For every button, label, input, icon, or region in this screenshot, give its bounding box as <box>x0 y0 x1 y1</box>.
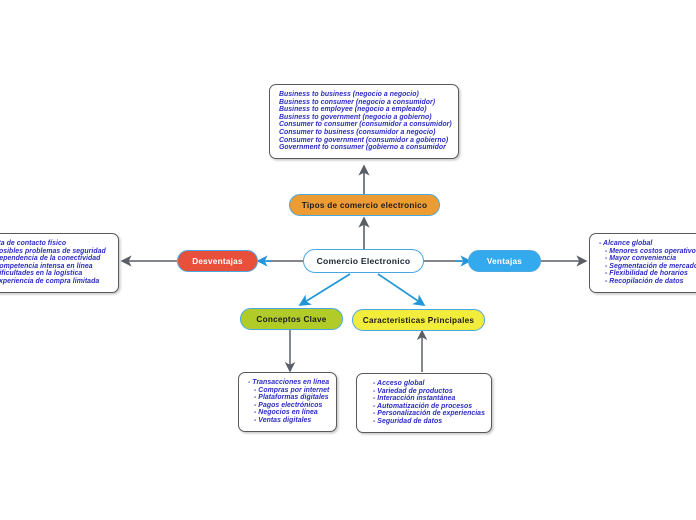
note-line: - Negocios en línea <box>254 409 318 417</box>
note-conceptos: - Transacciones en línea - Compras por i… <box>238 372 337 432</box>
note-line: - Mayor conveniencia <box>605 255 677 263</box>
note-line: - Variedad de productos <box>373 387 453 395</box>
note-line: - Flexibilidad de horarios <box>605 270 688 278</box>
edge-center-to-conceptos <box>298 273 351 306</box>
note-line: - Personalización de experiencias <box>373 410 485 418</box>
branch-label-desventajas: Desventajas <box>192 256 243 266</box>
note-tipos: Business to business (negocio a negocio)… <box>269 84 459 159</box>
note-line: Government to consumer (gobierno a consu… <box>279 144 446 152</box>
note-ventajas: - Alcance global - Menores costos operat… <box>589 233 696 293</box>
note-line: Business to government (negocio a gobier… <box>279 113 432 121</box>
branch-label-ventajas: Ventajas <box>486 256 523 266</box>
note-line: - Transacciones en línea <box>248 379 330 386</box>
note-caracteristicas: - Acceso global - Variedad de productos … <box>356 373 492 433</box>
note-line: - Competencia intensa en línea <box>0 262 93 270</box>
note-line: - Interacción instantánea <box>373 395 456 403</box>
note-line: - Experiencia de compra limitada <box>0 277 100 285</box>
note-line: - Compras por internet <box>254 386 330 394</box>
edge-center-to-caracteristicas <box>377 273 426 306</box>
note-line: - Recopilación de datos <box>605 277 684 285</box>
branch-node-conceptos[interactable]: Conceptos Clave <box>240 308 343 330</box>
note-line: - Segmentación de mercados <box>605 262 696 270</box>
branch-label-caracteristicas: Caracteristicas Principales <box>362 315 475 325</box>
note-line: - Ventas digitales <box>254 416 312 424</box>
note-line: - Posibles problemas de seguridad <box>0 247 106 255</box>
note-line: Business to consumer (negocio a consumid… <box>279 98 436 106</box>
note-line: - Acceso global <box>373 380 425 387</box>
note-line: Consumer to government (consumidor a gob… <box>279 136 449 144</box>
branch-node-caracteristicas[interactable]: Caracteristicas Principales <box>352 309 485 331</box>
center-node-label: Comercio Electronico <box>316 256 411 266</box>
note-line: - Plataformas digitales <box>254 394 329 402</box>
note-line: Business to employee (negocio a empleado… <box>279 106 427 114</box>
note-line: Business to business (negocio a negocio) <box>279 91 419 98</box>
note-line: - Menores costos operativos <box>605 247 696 255</box>
note-line: - Seguridad de datos <box>373 417 443 425</box>
note-line: - Falta de contacto físico <box>0 240 67 247</box>
note-line: - Dificultades en la logística <box>0 270 83 278</box>
note-desventajas: - Falta de contacto físico - Posibles pr… <box>0 233 119 293</box>
note-line: - Dependencia de la conectividad <box>0 255 101 263</box>
branch-node-desventajas[interactable]: Desventajas <box>177 250 258 272</box>
center-node[interactable]: Comercio Electronico <box>303 249 424 273</box>
branch-node-ventajas[interactable]: Ventajas <box>468 250 541 272</box>
note-line: - Automatización de procesos <box>373 402 473 410</box>
branch-node-tipos[interactable]: Tipos de comercio electronico <box>289 194 440 216</box>
branch-label-conceptos: Conceptos Clave <box>256 314 327 324</box>
branch-label-tipos: Tipos de comercio electronico <box>301 200 428 210</box>
note-line: Consumer to business (consumidor a negoc… <box>279 128 436 136</box>
note-line: - Pagos electrónicos <box>254 401 323 409</box>
note-line: - Alcance global <box>599 240 653 247</box>
note-line: Consumer to consumer (consumidor a consu… <box>279 121 452 129</box>
